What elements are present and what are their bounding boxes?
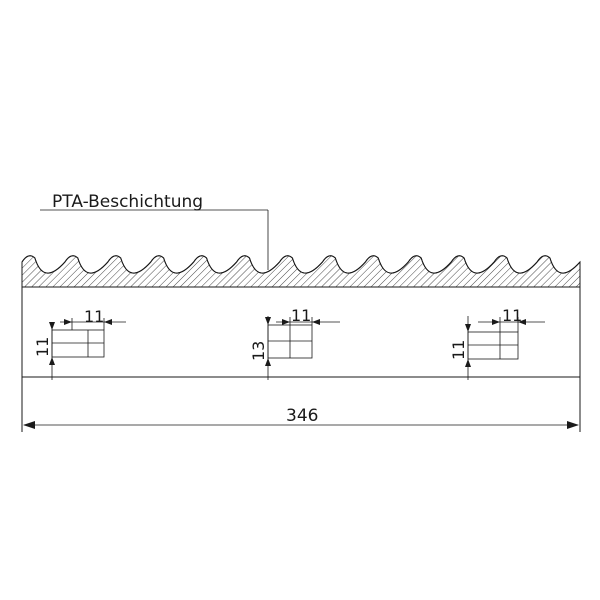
dim-arrow-left xyxy=(23,421,35,429)
hole-right: 11 11 xyxy=(449,306,545,380)
dim-arrow xyxy=(465,359,471,367)
hole-right-width-label: 11 xyxy=(502,306,522,325)
hole-left-width-label: 11 xyxy=(84,307,104,326)
dim-arrow xyxy=(465,324,471,332)
overall-length-label: 346 xyxy=(286,406,318,426)
hole-rect xyxy=(51,329,105,358)
dim-arrow xyxy=(64,319,72,325)
hole-right-height-label: 11 xyxy=(449,340,468,360)
dim-arrow xyxy=(492,319,500,325)
dim-arrow xyxy=(282,319,290,325)
dim-arrow xyxy=(49,322,55,330)
scallop-edge xyxy=(21,255,581,274)
hole-rect xyxy=(467,331,519,360)
coating-callout: PTA-Beschichtung xyxy=(40,192,269,270)
serrated-coating xyxy=(21,255,581,288)
hole-left: 11 11 xyxy=(33,307,126,380)
dim-arrow xyxy=(265,358,271,366)
dim-arrow xyxy=(518,319,526,325)
dim-arrow xyxy=(104,319,112,325)
dim-arrow xyxy=(265,317,271,325)
dim-arrow xyxy=(312,319,320,325)
overall-length-dimension: 346 xyxy=(23,406,579,429)
hole-center-height-label: 13 xyxy=(249,341,268,361)
callout-label: PTA-Beschichtung xyxy=(52,192,203,212)
blade-body xyxy=(21,262,581,432)
hole-center-width-label: 11 xyxy=(291,306,311,325)
dim-arrow xyxy=(49,357,55,365)
hole-left-height-label: 11 xyxy=(33,337,52,357)
dim-arrow-right xyxy=(567,421,579,429)
hole-center: 11 13 xyxy=(249,306,340,380)
hole-details: 11 11 11 13 xyxy=(33,306,545,380)
